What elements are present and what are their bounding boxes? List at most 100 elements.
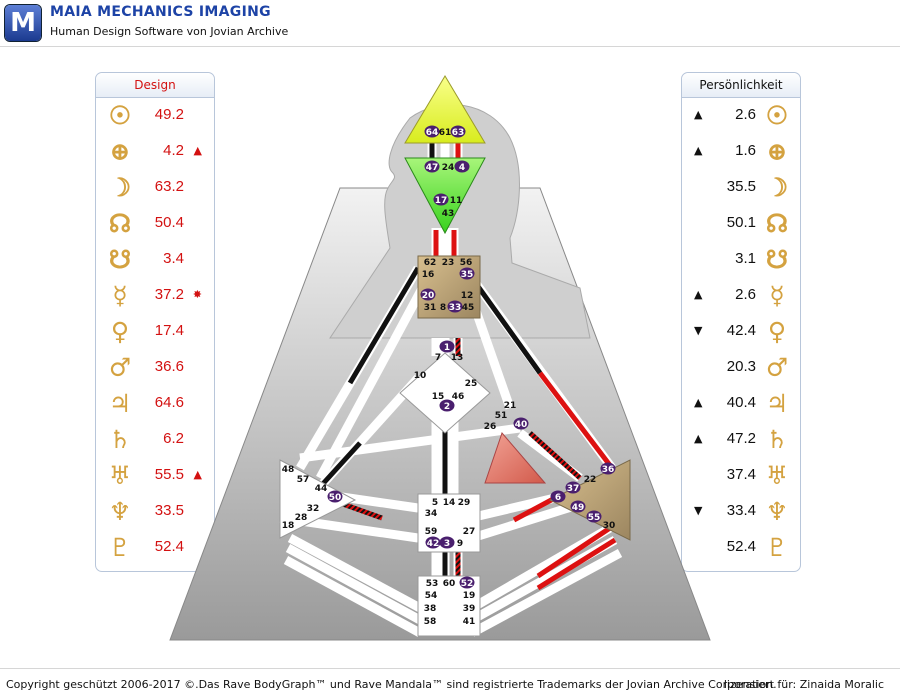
gate-59[interactable]: 59 [425,527,438,537]
gate-23[interactable]: 23 [442,258,455,268]
gate-13[interactable]: 13 [451,353,464,363]
design-row-moon: ☽63.2 [96,171,214,205]
gate-9[interactable]: 9 [457,539,463,549]
gate-33[interactable]: 33 [449,303,462,313]
design-row-venus: ♀17.4 [96,315,214,349]
gate-17[interactable]: 17 [435,196,448,206]
gate-58[interactable]: 58 [424,617,437,627]
activation-value: 42.4 [726,322,756,339]
gate-40[interactable]: 40 [515,420,528,430]
gate-63[interactable]: 63 [452,128,465,138]
gate-32[interactable]: 32 [307,504,320,514]
gate-2-marker [439,399,455,412]
gate-57[interactable]: 57 [297,475,310,485]
gate-36[interactable]: 36 [602,465,615,475]
gate-10[interactable]: 10 [414,371,427,381]
gate-20[interactable]: 20 [422,291,435,301]
gate-53[interactable]: 53 [426,579,439,589]
activation-mark: ▲ [193,468,202,481]
activation-value: 47.2 [726,430,756,447]
gate-31[interactable]: 31 [424,303,437,313]
gate-34[interactable]: 34 [425,509,438,519]
spleen-center[interactable] [279,459,357,539]
activation-value: 49.2 [154,106,184,123]
gate-18[interactable]: 18 [282,521,295,531]
head-silhouette [329,104,591,339]
gate-45[interactable]: 45 [462,303,475,313]
head-center[interactable] [404,75,486,144]
gate-35[interactable]: 35 [461,270,474,280]
gate-60[interactable]: 60 [443,579,456,589]
gate-49-marker [570,500,586,513]
gate-37[interactable]: 37 [567,484,580,494]
gate-4-marker [454,160,470,173]
gate-33-marker [447,300,463,313]
gate-14[interactable]: 14 [443,498,456,508]
gate-27[interactable]: 27 [463,527,476,537]
gate-49[interactable]: 49 [572,503,585,513]
gate-37-marker [565,481,581,494]
gate-44[interactable]: 44 [315,484,328,494]
gate-15[interactable]: 15 [432,392,445,402]
activation-mark: ▲ [694,432,703,445]
gate-16[interactable]: 16 [422,270,435,280]
activation-value: 37.2 [154,286,184,303]
gate-22[interactable]: 22 [584,475,597,485]
gate-54[interactable]: 54 [425,591,438,601]
pluto-icon: ♇ [765,533,789,562]
gate-43[interactable]: 43 [442,209,455,219]
gate-50[interactable]: 50 [329,493,342,503]
design-row-pluto: ♇52.4 [96,531,214,565]
gate-47[interactable]: 47 [426,163,439,173]
gate-48[interactable]: 48 [282,465,295,475]
gate-3[interactable]: 3 [444,539,450,549]
gate-7[interactable]: 7 [435,353,441,363]
gate-24[interactable]: 24 [442,163,455,173]
venus-icon: ♀ [767,317,787,346]
gate-39[interactable]: 39 [463,604,476,614]
activation-value: 52.4 [726,538,756,555]
gate-55[interactable]: 55 [588,513,601,523]
gate-30[interactable]: 30 [603,521,616,531]
gate-12[interactable]: 12 [461,291,474,301]
gate-1[interactable]: 1 [444,343,450,353]
activation-value: 3.1 [735,250,756,267]
activation-mark: ▲ [193,144,202,157]
gate-51[interactable]: 51 [495,411,508,421]
gate-21[interactable]: 21 [504,401,517,411]
gate-38[interactable]: 38 [424,604,437,614]
gate-1-marker [439,340,455,353]
activation-value: 17.4 [154,322,184,339]
saturn-icon: ♄ [765,425,789,454]
gate-6[interactable]: 6 [555,493,561,503]
gate-5[interactable]: 5 [432,498,438,508]
gate-28[interactable]: 28 [295,513,308,523]
gate-40-marker [513,417,529,430]
gate-4[interactable]: 4 [459,163,465,173]
gate-26[interactable]: 26 [484,422,497,432]
gate-11[interactable]: 11 [450,196,463,206]
gate-42[interactable]: 42 [427,539,440,549]
personality-row-uranus: ♅37.4 [682,459,800,493]
personality-row-mars: ♂20.3 [682,351,800,385]
personality-row-neptune: ♆33.4▼ [682,495,800,529]
gate-8[interactable]: 8 [440,303,446,313]
activated-channel-segments [308,140,617,591]
ego-center[interactable] [484,432,547,484]
gate-62[interactable]: 62 [424,258,437,268]
g-center[interactable] [399,352,491,434]
gate-61[interactable]: 61 [439,128,452,138]
gate-52[interactable]: 52 [461,579,474,589]
gate-19[interactable]: 19 [463,591,476,601]
app-subtitle: Human Design Software von Jovian Archive [50,25,289,38]
gate-64[interactable]: 64 [426,128,439,138]
gate-56[interactable]: 56 [460,258,473,268]
gate-2[interactable]: 2 [444,402,450,412]
gate-29[interactable]: 29 [458,498,471,508]
gate-25[interactable]: 25 [465,379,478,389]
gate-46[interactable]: 46 [452,392,465,402]
gate-41[interactable]: 41 [463,617,476,627]
activation-value: 3.4 [163,250,184,267]
gate-6-marker [550,490,566,503]
